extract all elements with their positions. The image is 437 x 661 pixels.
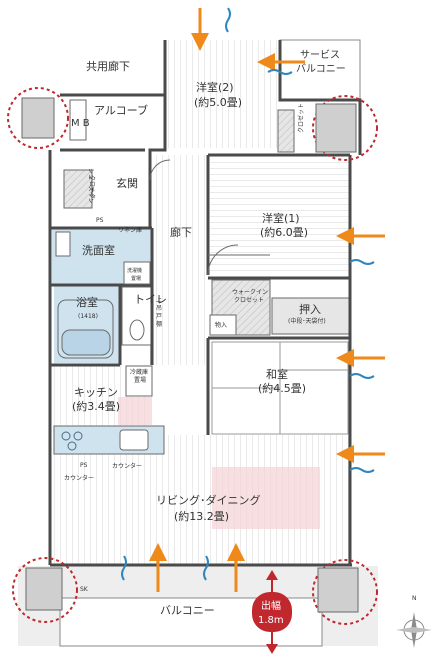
kitchen-size: (約3.4畳) [72, 399, 120, 413]
storage-label: 物入 [215, 321, 227, 329]
compass-icon [396, 612, 432, 648]
upper-cabinet-4: 棚 [156, 320, 162, 328]
depth-label-1: 出幅 [261, 599, 281, 612]
bathtub-icon [61, 329, 111, 356]
upper-cabinet-3: 戸 [156, 313, 162, 320]
bath-label: 浴室 [76, 295, 98, 309]
washroom-label: 洗面室 [82, 243, 115, 257]
western-room-2-size: (約5.0畳) [194, 95, 242, 109]
toilet-label: トイレ [134, 293, 167, 306]
living-name: リビング･ダイニング [156, 493, 261, 507]
light-arrow-icon [149, 8, 385, 592]
kitchen-name: キッチン [74, 386, 118, 399]
counter-label-2: カウンター [64, 474, 94, 482]
bath-size-label: (1418) [78, 313, 98, 320]
fridge-label-1: 冷蔵庫 [130, 368, 148, 376]
shoes-in-cloak [63, 169, 93, 209]
storage-box [209, 314, 237, 336]
upper-cabinet-2: 吊 [156, 305, 162, 312]
balcony-label: バルコニー [160, 604, 215, 617]
ps-top-label: PS [96, 217, 104, 224]
kitchen-pink-zone [118, 397, 152, 425]
north-label: N [412, 595, 417, 602]
western-room-1-name: 洋室(1) [262, 211, 300, 225]
column-blocks [21, 97, 359, 613]
western-room-2-floor [165, 40, 280, 148]
washer-label-2: 置場 [131, 275, 141, 282]
upper-cabinet-1: 上 [156, 296, 162, 304]
stove-icon [61, 431, 83, 451]
balcony-depth-marker [252, 570, 292, 654]
washer-label-1: 洗濯機 [127, 267, 142, 274]
hallway-label: 廊下 [170, 225, 192, 239]
corridor-area [60, 40, 165, 95]
living-size: (約13.2畳) [174, 509, 229, 523]
closet-top-label: クロゼット [297, 103, 305, 133]
walkin-label-1: ウォークイン [232, 288, 268, 296]
walkin-label-2: クロゼット [234, 296, 264, 304]
hallway-floor [150, 155, 210, 365]
service-balcony-label-2: バルコニー [296, 63, 346, 75]
oshiire-sub-label: (中段･天袋付) [288, 317, 326, 325]
sk-label: SK [80, 586, 89, 593]
closet-top-box [277, 109, 295, 153]
fixtures [55, 159, 270, 451]
wind-icon [121, 7, 375, 581]
japanese-room-size: (約4.5畳) [258, 381, 306, 395]
tatami-grid [211, 341, 349, 435]
counter-label-1: カウンター [112, 462, 142, 470]
sink-icon [119, 429, 149, 451]
fridge-label-2: 置場 [134, 376, 146, 384]
depth-label-2: 1.8m [258, 615, 284, 626]
walls [48, 40, 362, 567]
wash-basin [55, 231, 71, 257]
shoes-in-label-2: クローク [88, 175, 95, 199]
mb-box [69, 99, 87, 141]
living-pink-zone [212, 467, 320, 529]
oshiire-label: 押入 [299, 302, 321, 316]
toilet-bowl [129, 319, 145, 341]
oshiire-box [271, 297, 351, 335]
service-balcony-label-1: サービス [300, 49, 340, 61]
entrance-label: 玄関 [116, 176, 138, 190]
linen-label: リネン庫 [118, 226, 142, 234]
western-room-1-size: (約6.0畳) [260, 225, 308, 239]
japanese-room-name: 和室 [266, 367, 288, 381]
washer-box [123, 261, 151, 285]
corridor-label: 共用廊下 [86, 59, 130, 73]
western-room-2-name: 洋室(2) [196, 80, 234, 94]
ps-kitchen-label: PS [80, 462, 88, 469]
shoes-in-label-1: シューズイン [87, 168, 95, 204]
alcove-label: アルコーブ [94, 103, 148, 117]
fridge-box [125, 365, 153, 397]
mb-label: M B [71, 118, 90, 129]
callout-circles [7, 87, 378, 625]
